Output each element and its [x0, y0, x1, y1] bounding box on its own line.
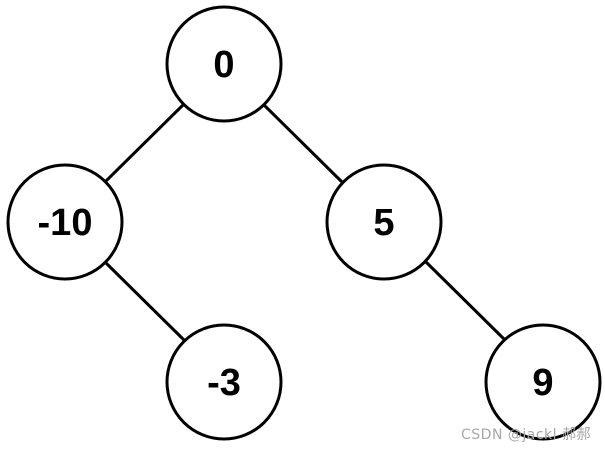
tree-node-9: 9 — [484, 323, 602, 441]
node-label: -10 — [38, 202, 93, 244]
node-label: 9 — [532, 362, 553, 404]
node-label: 0 — [213, 44, 234, 86]
edge-5-to-9 — [424, 260, 507, 342]
csdn-watermark: CSDN @jackl 郝郝 — [461, 427, 591, 443]
tree-edges — [103, 102, 507, 342]
tree-node-5: 5 — [325, 163, 443, 281]
node-circle — [165, 5, 283, 123]
node-label: -3 — [207, 362, 241, 404]
edge-0-to-neg10 — [103, 102, 186, 184]
tree-node-neg3: -3 — [165, 323, 283, 441]
edge-neg10-to-neg3 — [103, 260, 186, 342]
tree-node-neg10: -10 — [6, 163, 124, 281]
node-circle — [325, 163, 443, 281]
node-label: 5 — [373, 202, 394, 244]
tree-node-0: 0 — [165, 5, 283, 123]
node-circle — [6, 163, 124, 281]
node-circle — [165, 323, 283, 441]
node-circle — [484, 323, 602, 441]
edge-0-to-5 — [261, 102, 344, 184]
